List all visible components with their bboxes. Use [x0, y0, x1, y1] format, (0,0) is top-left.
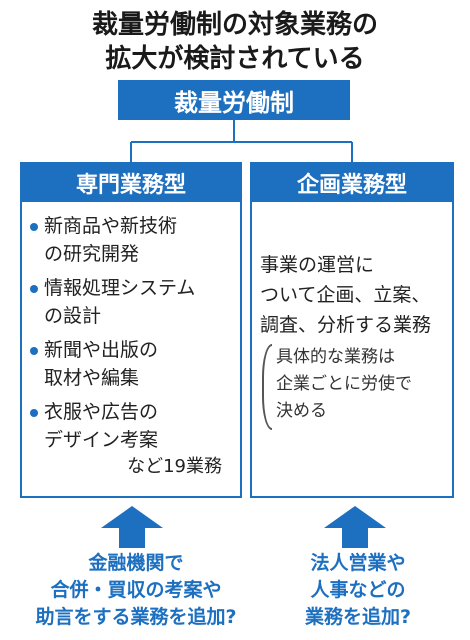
up-arrow-icon: [101, 506, 163, 548]
root-node: 裁量労働制: [118, 80, 350, 120]
planning-description-line: 調査、分析する業務: [260, 314, 432, 336]
planning-type-panel: 企画業務型 事業の運営に ついて企画、立案、 調査、分析する業務 具体的な業務は…: [250, 162, 454, 498]
up-arrow-icon: [324, 506, 386, 548]
list-item: 衣服や広告の デザイン考案: [30, 398, 234, 454]
list-item: 情報処理システム の設計: [30, 274, 234, 330]
bullet-icon: [30, 409, 38, 417]
planning-note: 具体的な業務は 企業ごとに労使で 決める: [262, 344, 448, 430]
title-line-2: 拡大が検討されている: [105, 44, 365, 74]
specialized-footnote: など19業務: [127, 456, 222, 477]
planning-note-line: 企業ごとに労使で: [276, 374, 412, 394]
specialized-task-list: 新商品や新技術 の研究開発 情報処理システム の設計 新聞や出版の 取材や編集 …: [22, 202, 240, 454]
proposed-addition-planning: 法人営業や 人事などの 業務を追加?: [304, 552, 412, 628]
bullet-icon: [30, 285, 38, 293]
list-item: 新商品や新技術 の研究開発: [30, 212, 234, 268]
specialized-type-header: 専門業務型: [22, 164, 240, 202]
bullet-icon: [30, 347, 38, 355]
planning-type-header: 企画業務型: [252, 164, 452, 202]
planning-description-line: ついて企画、立案、: [260, 284, 431, 306]
left-parenthesis-icon: [262, 344, 272, 430]
proposed-addition-specialized: 金融機関で 合併・買収の考案や 助言をする業務を追加?: [35, 552, 237, 628]
list-item: 新聞や出版の 取材や編集: [30, 336, 234, 392]
specialized-type-panel: 専門業務型 新商品や新技術 の研究開発 情報処理システム の設計 新聞や出版の …: [20, 162, 242, 498]
planning-note-line: 具体的な業務は: [276, 347, 395, 367]
bullet-icon: [30, 223, 38, 231]
planning-note-line: 決める: [276, 401, 327, 421]
diagram-title: 裁量労働制の対象業務の 拡大が検討されている: [0, 8, 470, 76]
title-line-1: 裁量労働制の対象業務の: [91, 10, 378, 40]
planning-description: 事業の運営に ついて企画、立案、 調査、分析する業務: [260, 250, 452, 340]
planning-description-line: 事業の運営に: [260, 254, 375, 276]
root-node-label: 裁量労働制: [174, 88, 294, 117]
